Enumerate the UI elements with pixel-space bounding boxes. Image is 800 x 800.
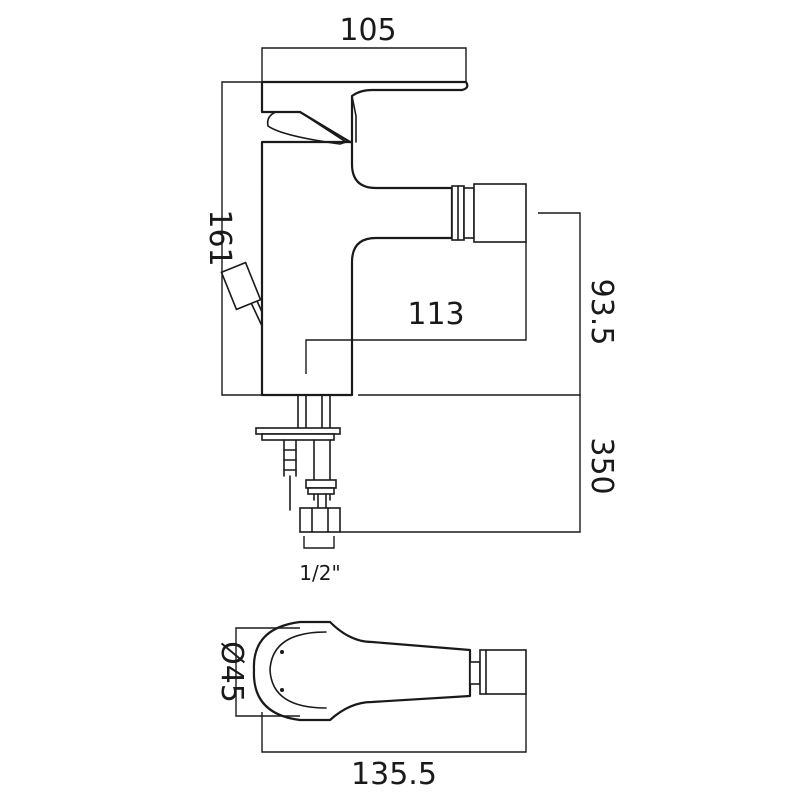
dim-350-label: 350 <box>584 437 619 494</box>
base-fixings <box>255 394 341 533</box>
dim-105-label: 105 <box>339 13 396 48</box>
dim-diameter-label: Ø45 <box>214 641 249 703</box>
dim-161-lines <box>221 81 262 396</box>
dim-93-5-lines <box>358 212 581 396</box>
handle-ridge <box>351 95 357 143</box>
handle-lever <box>260 80 469 144</box>
dim-93-5-label: 93.5 <box>584 279 619 346</box>
pop-up-rod <box>220 261 263 327</box>
dim-113-lines <box>305 242 527 374</box>
dim-diameter-lines <box>235 627 300 717</box>
plan-inner-ring <box>269 631 327 709</box>
dim-350-lines <box>340 395 581 533</box>
dim-113-label: 113 <box>407 297 464 332</box>
dim-135-5-label: 135.5 <box>351 757 437 792</box>
plan-mark-bottom <box>280 688 284 692</box>
plan-spout-outlet <box>469 649 527 695</box>
tap-body <box>260 140 454 397</box>
side-elevation: 105 161 113 93.5 350 1/2" <box>202 13 619 585</box>
dim-connection-label: 1/2" <box>299 561 340 585</box>
dim-135-5-lines <box>261 694 527 753</box>
dim-105-lines <box>261 47 467 82</box>
dim-161-label: 161 <box>202 209 237 266</box>
plan-body <box>252 620 472 722</box>
dim-connection-lines <box>303 536 335 549</box>
plan-view: Ø45 135.5 <box>214 620 527 792</box>
plan-mark-top <box>280 650 284 654</box>
handle-pivot <box>266 111 347 145</box>
spout-outlet <box>451 183 527 243</box>
